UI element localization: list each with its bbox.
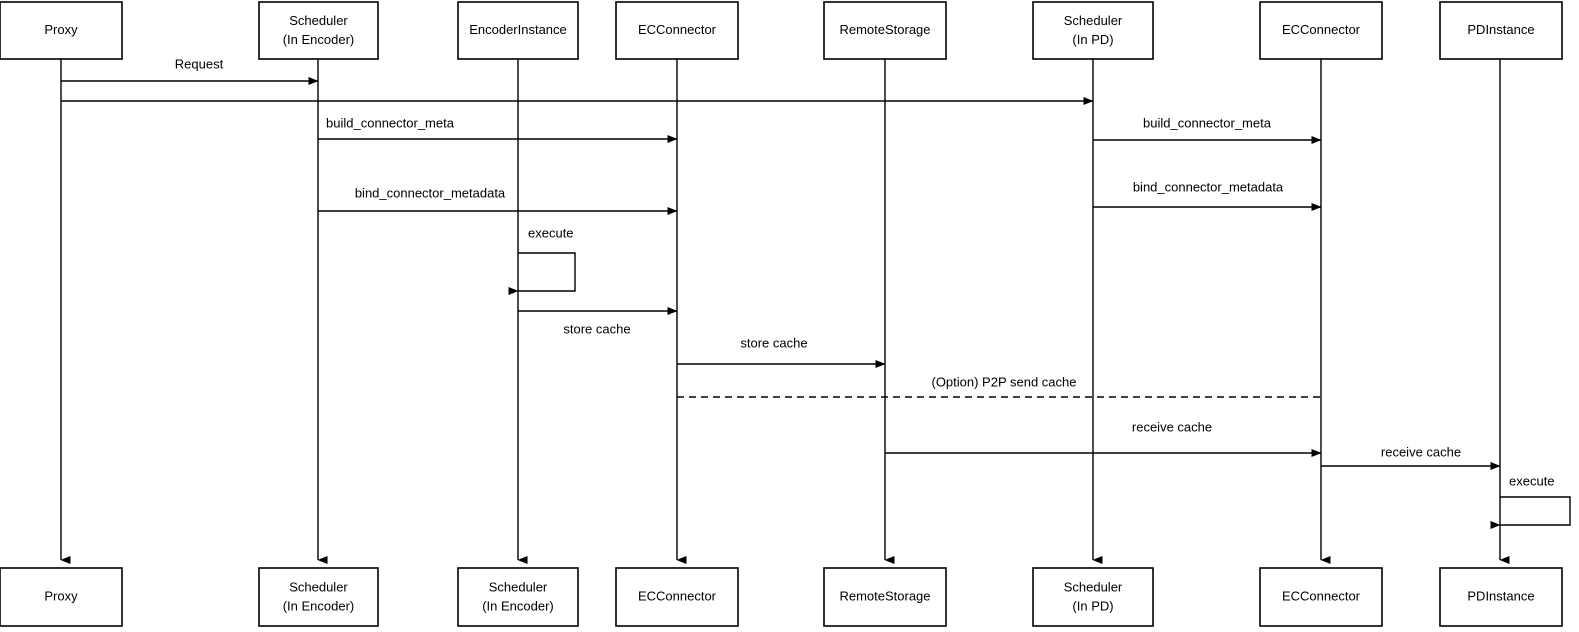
message-m4[interactable]: build_connector_meta xyxy=(1093,115,1322,144)
participant-label-line2: (In Encoder) xyxy=(482,598,554,613)
self-message-label: execute xyxy=(528,225,574,240)
participant-box-rect xyxy=(1439,1,1563,60)
top-participant-boxes: Proxy Scheduler (In Encoder) EncoderInstanc… xyxy=(0,1,1563,60)
participant-label-line1: PDInstance xyxy=(1467,22,1534,37)
message-label: (Option) P2P send cache xyxy=(931,374,1076,389)
participant-box-rect xyxy=(457,1,579,60)
participant-box-top-encoder-inst[interactable]: EncoderInstance xyxy=(457,1,579,60)
participant-box-rect xyxy=(1032,567,1154,627)
message-label: build_connector_meta xyxy=(1143,115,1272,130)
message-m10[interactable]: receive cache xyxy=(885,419,1322,457)
message-label: bind_connector_metadata xyxy=(355,185,506,200)
participant-box-rect xyxy=(615,567,739,627)
participant-box-top-proxy[interactable]: Proxy xyxy=(0,1,123,60)
participant-label-line1: ECConnector xyxy=(1282,588,1361,603)
message-m8[interactable]: store cache xyxy=(677,335,886,368)
message-m9[interactable]: (Option) P2P send cache xyxy=(677,374,1321,398)
participant-box-bottom-sched-pd[interactable]: Scheduler (In PD) xyxy=(1032,567,1154,627)
messages-group: Request build_connector_meta build_connect… xyxy=(61,56,1501,470)
participant-box-bottom-encoder-inst[interactable]: Scheduler (In Encoder) xyxy=(457,567,579,627)
message-label: store cache xyxy=(740,335,807,350)
participant-box-rect xyxy=(1439,567,1563,627)
participant-label-line2: (In Encoder) xyxy=(283,32,355,47)
participant-label-line1: ECConnector xyxy=(638,588,717,603)
participant-box-rect xyxy=(1259,1,1383,60)
participant-box-rect xyxy=(823,567,947,627)
participant-label-line1: Scheduler xyxy=(289,13,348,28)
participant-box-top-sched-enc[interactable]: Scheduler (In Encoder) xyxy=(258,1,379,60)
participant-label-line2: (In Encoder) xyxy=(283,598,355,613)
message-m6[interactable]: bind_connector_metadata xyxy=(1093,179,1322,211)
message-m3[interactable]: build_connector_meta xyxy=(318,115,678,143)
self-message-s1[interactable]: execute xyxy=(508,225,576,295)
participant-box-rect xyxy=(1259,567,1383,627)
participant-box-top-ecconn-left[interactable]: ECConnector xyxy=(615,1,739,60)
self-message-path xyxy=(1490,496,1571,529)
participant-box-rect xyxy=(0,567,123,627)
participant-box-rect xyxy=(1032,1,1154,60)
participant-box-top-remote[interactable]: RemoteStorage xyxy=(823,1,947,60)
self-message-s2[interactable]: execute xyxy=(1490,473,1571,529)
participant-label-line1: RemoteStorage xyxy=(839,22,930,37)
message-label: receive cache xyxy=(1381,444,1461,459)
participant-box-bottom-proxy[interactable]: Proxy xyxy=(0,567,123,627)
participant-label-line2: (In PD) xyxy=(1072,598,1113,613)
bottom-participant-boxes: Proxy Scheduler (In Encoder) Scheduler (In E… xyxy=(0,567,1563,627)
message-label: store cache xyxy=(563,321,630,336)
participant-box-top-pd-inst[interactable]: PDInstance xyxy=(1439,1,1563,60)
participant-box-top-sched-pd[interactable]: Scheduler (In PD) xyxy=(1032,1,1154,60)
participant-box-rect xyxy=(258,567,379,627)
participant-box-bottom-ecconn-left[interactable]: ECConnector xyxy=(615,567,739,627)
self-messages-group: execute execute xyxy=(508,225,1571,529)
message-label: build_connector_meta xyxy=(326,115,455,130)
participant-box-rect xyxy=(258,1,379,60)
participant-box-rect xyxy=(457,567,579,627)
message-m11[interactable]: receive cache xyxy=(1321,444,1501,470)
participant-label-line1: Scheduler xyxy=(1064,579,1123,594)
participant-box-rect xyxy=(615,1,739,60)
participant-label-line1: ECConnector xyxy=(638,22,717,37)
message-label: Request xyxy=(175,56,224,71)
message-label: receive cache xyxy=(1132,419,1212,434)
participant-box-top-ecconn-right[interactable]: ECConnector xyxy=(1259,1,1383,60)
participant-label-line1: RemoteStorage xyxy=(839,588,930,603)
participant-label-line1: EncoderInstance xyxy=(469,22,567,37)
participant-label-line1: Proxy xyxy=(44,22,78,37)
message-m5[interactable]: bind_connector_metadata xyxy=(318,185,678,215)
participant-label-line2: (In PD) xyxy=(1072,32,1113,47)
participant-box-rect xyxy=(823,1,947,60)
participant-label-line1: Proxy xyxy=(44,588,78,603)
lifelines-group xyxy=(60,59,1510,564)
self-message-path xyxy=(508,252,576,295)
participant-box-bottom-ecconn-right[interactable]: ECConnector xyxy=(1259,567,1383,627)
message-label: bind_connector_metadata xyxy=(1133,179,1284,194)
participant-box-rect xyxy=(0,1,123,60)
participant-box-bottom-remote[interactable]: RemoteStorage xyxy=(823,567,947,627)
participant-label-line1: Scheduler xyxy=(1064,13,1123,28)
participant-label-line1: Scheduler xyxy=(489,579,548,594)
participant-label-line1: Scheduler xyxy=(289,579,348,594)
message-m1[interactable]: Request xyxy=(61,56,319,85)
self-message-label: execute xyxy=(1509,473,1555,488)
participant-label-line1: ECConnector xyxy=(1282,22,1361,37)
participant-box-bottom-sched-enc[interactable]: Scheduler (In Encoder) xyxy=(258,567,379,627)
message-m7[interactable]: store cache xyxy=(518,307,678,336)
participant-box-bottom-pd-inst[interactable]: PDInstance xyxy=(1439,567,1563,627)
participant-label-line1: PDInstance xyxy=(1467,588,1534,603)
